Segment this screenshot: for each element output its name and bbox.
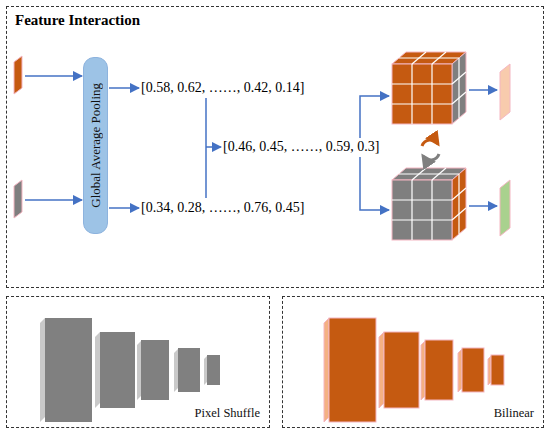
flow-arrow	[360, 96, 389, 138]
vector-values: [0.46, 0.45, ……, 0.59, 0.3]	[223, 139, 379, 155]
output-map	[500, 180, 510, 236]
plate-face	[45, 318, 92, 422]
plate-side	[174, 349, 178, 392]
plate-side	[137, 341, 141, 400]
flow-arrow	[206, 146, 221, 148]
plate-face	[100, 332, 135, 408]
box-label: Global Average Pooling	[88, 83, 104, 208]
grid-line	[399, 57, 459, 58]
panel-box: Pixel Shuffle	[6, 296, 270, 428]
pooling-box: Global Average Pooling	[83, 57, 108, 234]
panel-box: Bilinear	[282, 296, 544, 428]
feature-cube	[392, 52, 466, 124]
plate-side	[458, 349, 462, 392]
grid-line	[392, 219, 452, 220]
panel-title: Pixel Shuffle	[195, 406, 260, 421]
grid-line	[452, 92, 466, 104]
panel-title: Feature Interaction	[15, 12, 535, 29]
vector-values: [0.34, 0.28, ……, 0.76, 0.45]	[141, 200, 304, 216]
grid-line	[392, 103, 452, 104]
grid-line	[458, 174, 459, 234]
flow-arrow	[469, 89, 497, 91]
plate-face	[207, 355, 220, 385]
feature-map	[14, 180, 22, 218]
cube-face	[452, 168, 466, 240]
output-map	[500, 64, 510, 120]
swap-arc	[423, 154, 439, 160]
plate-face	[425, 340, 453, 400]
feature-map	[14, 56, 22, 94]
grid-line	[392, 199, 452, 200]
flow-arrow	[469, 205, 497, 207]
cube-grid	[392, 52, 466, 124]
plate-side	[421, 341, 425, 400]
merge-line	[205, 98, 207, 198]
flow-arrow	[25, 199, 82, 201]
cube-grid	[392, 168, 466, 240]
plate-stack	[40, 318, 220, 422]
grid-line	[452, 72, 466, 84]
swap-symbol	[422, 140, 439, 160]
plate-side	[324, 318, 329, 422]
grid-line	[411, 64, 412, 124]
cube-face	[452, 52, 466, 124]
grid-line	[431, 180, 432, 240]
plate-face	[141, 340, 169, 400]
flow-arrow	[109, 87, 139, 89]
plate-side	[40, 318, 45, 422]
grid-line	[411, 180, 412, 240]
plate-side	[95, 332, 100, 408]
grid-line	[458, 58, 459, 118]
cube-face	[392, 64, 452, 124]
plate-face	[178, 348, 200, 392]
swap-arc	[422, 140, 438, 146]
grid-line	[452, 208, 466, 220]
panel-title: Bilinear	[494, 406, 534, 421]
plate-side	[379, 332, 384, 408]
grid-line	[431, 64, 432, 124]
plate-stack	[324, 318, 504, 422]
vector-values: [0.58, 0.62, ……, 0.42, 0.14]	[141, 80, 304, 96]
flow-arrow	[25, 75, 82, 77]
plate-face	[491, 355, 504, 385]
flow-arrow	[109, 207, 139, 209]
plate-face	[384, 332, 419, 408]
plate-side	[204, 356, 207, 385]
feature-cube	[392, 168, 466, 240]
grid-line	[392, 83, 452, 84]
cube-face	[392, 180, 452, 240]
plate-face	[329, 318, 376, 422]
grid-line	[452, 188, 466, 200]
grid-line	[399, 173, 459, 174]
flow-arrow	[360, 157, 389, 210]
plate-face	[462, 348, 484, 392]
